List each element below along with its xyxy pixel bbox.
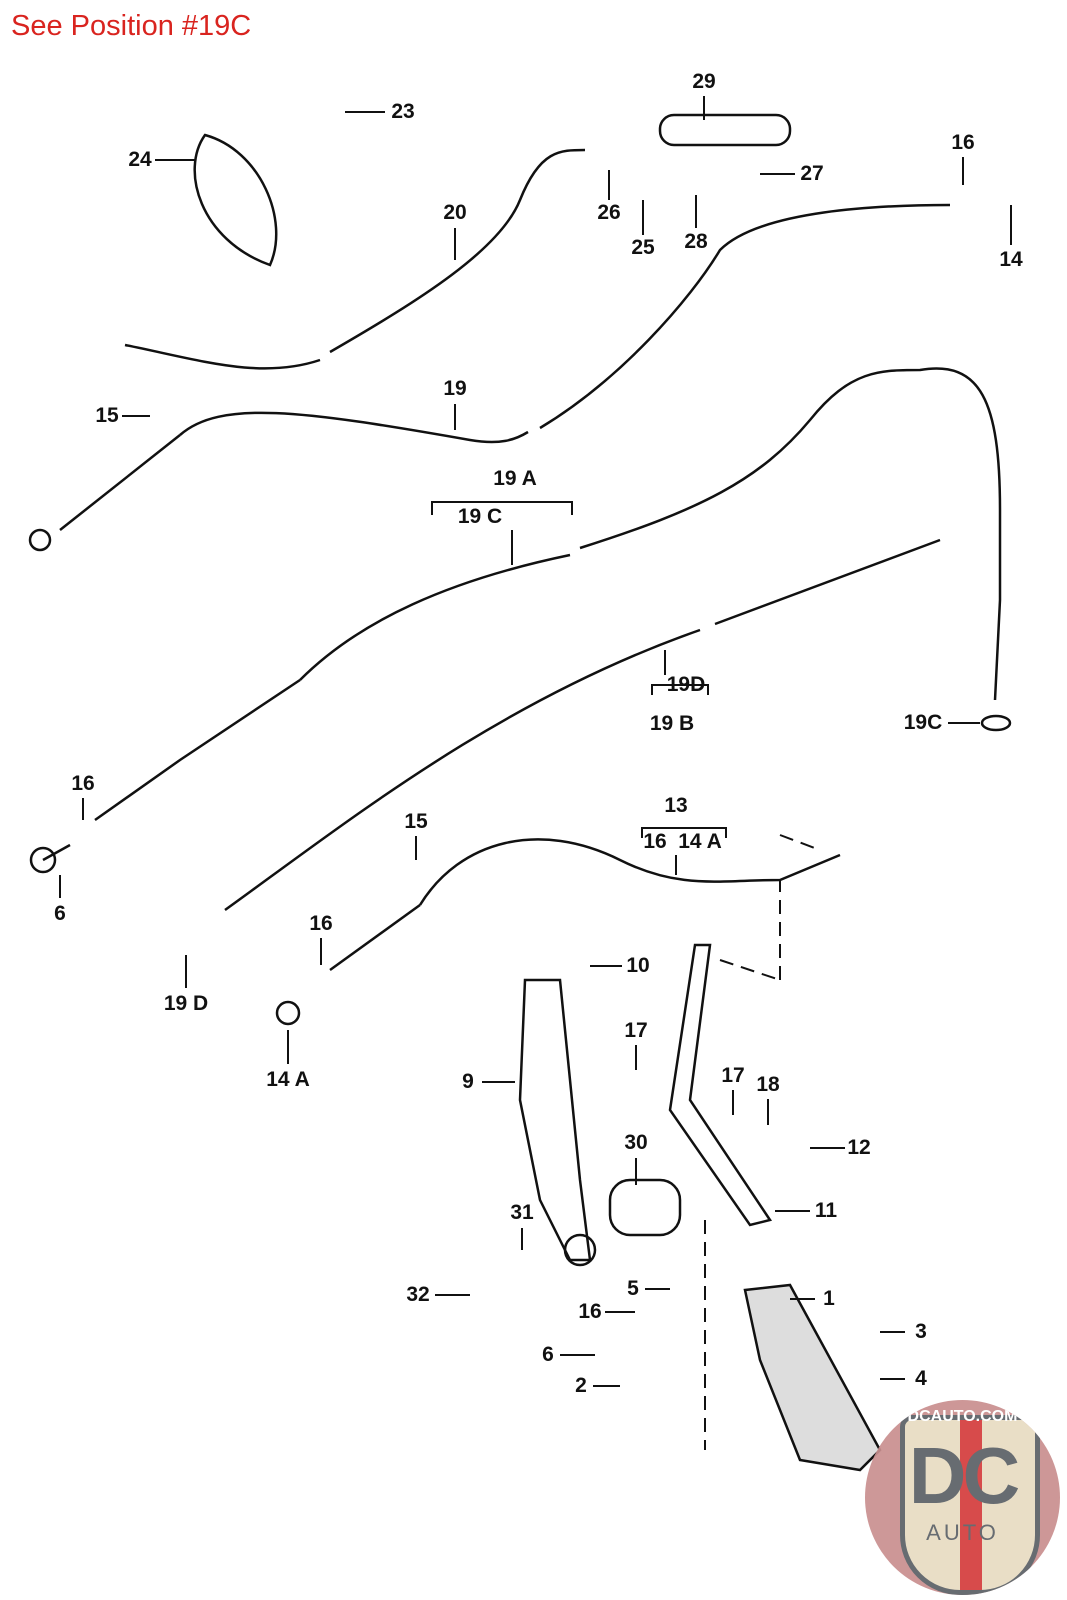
cable-20 — [124, 148, 586, 370]
label-6: 6 — [54, 902, 66, 925]
label-12: 12 — [847, 1136, 871, 1159]
label-6: 6 — [542, 1343, 554, 1366]
label-18: 18 — [756, 1073, 780, 1096]
label-19: 19 — [443, 377, 467, 400]
see-position-note: See Position #19C — [11, 10, 252, 42]
label-19a: 19 A — [493, 467, 537, 490]
logo-url: DCAUTO.COM — [907, 1408, 1018, 1425]
bushing-30 — [608, 1178, 682, 1237]
logo-sub: AUTO — [926, 1520, 999, 1545]
label-32: 32 — [406, 1283, 430, 1306]
label-15: 15 — [95, 404, 119, 427]
logo-shield — [900, 1415, 1040, 1595]
cable-19 — [28, 203, 951, 552]
cable-19b — [224, 538, 941, 912]
label-11: 11 — [814, 1199, 838, 1222]
label-19c: 19 C — [457, 505, 503, 528]
boot-29 — [658, 113, 792, 147]
lever-11 — [668, 943, 773, 1227]
label-14a: 14 A — [266, 1068, 310, 1091]
label-16: 16 — [309, 912, 333, 935]
dcauto-logo: DCAUTO.COM DC AUTO — [865, 1400, 1060, 1595]
label-14a: 14 A — [678, 830, 722, 853]
label-25: 25 — [631, 236, 655, 259]
label-3: 3 — [915, 1320, 927, 1343]
label-4: 4 — [915, 1367, 927, 1390]
label-9: 9 — [462, 1070, 474, 1093]
label-16: 16 — [71, 772, 95, 795]
leader-lines — [59, 96, 1012, 1450]
label-2: 2 — [575, 1374, 587, 1397]
label-20: 20 — [443, 201, 467, 224]
label-30: 30 — [624, 1131, 648, 1154]
label-28: 28 — [684, 230, 708, 253]
label-15: 15 — [404, 810, 428, 833]
label-1: 1 — [823, 1287, 835, 1310]
label-19b: 19 B — [649, 712, 695, 735]
cable-clip-24 — [193, 133, 278, 267]
label-16: 16 — [643, 830, 667, 853]
label-10: 10 — [626, 954, 650, 977]
cable-19a — [29, 367, 1012, 874]
label-19d: 19D — [666, 673, 706, 696]
cable-13 — [275, 838, 841, 1026]
label-19d: 19 D — [163, 992, 209, 1015]
label-27: 27 — [800, 162, 824, 185]
label-23: 23 — [391, 100, 415, 123]
label-19c: 19C — [903, 711, 943, 734]
label-17: 17 — [721, 1064, 745, 1087]
label-17: 17 — [624, 1019, 648, 1042]
label-13: 13 — [664, 794, 688, 817]
label-26: 26 — [597, 201, 621, 224]
label-5: 5 — [627, 1277, 639, 1300]
label-16: 16 — [578, 1300, 602, 1323]
label-14: 14 — [999, 248, 1023, 271]
logo-main: DC — [908, 1431, 1021, 1520]
pedal-1 — [743, 1283, 882, 1472]
label-16: 16 — [951, 131, 975, 154]
logo-stripe — [960, 1420, 982, 1590]
label-31: 31 — [510, 1201, 534, 1224]
pedal-lever-9 — [518, 978, 597, 1267]
label-24: 24 — [128, 148, 152, 171]
label-29: 29 — [692, 70, 716, 93]
